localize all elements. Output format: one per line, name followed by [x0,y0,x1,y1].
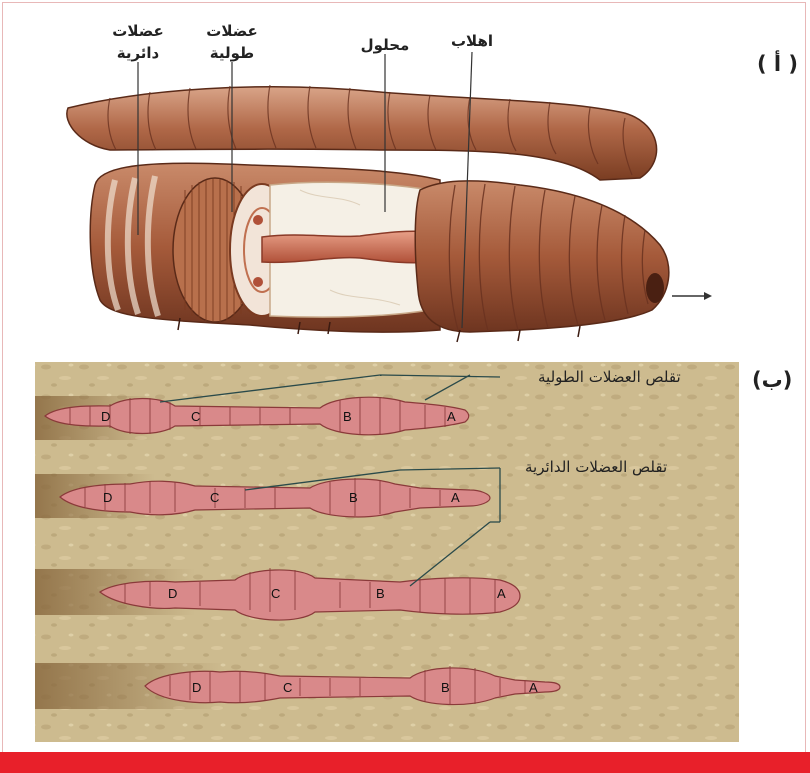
legend-longitudinal-contraction: تقلص العضلات الطولية [538,368,681,386]
legend-circular-contraction: تقلص العضلات الدائرية [525,458,667,476]
row1-letter-b: B [343,409,352,424]
row2-letter-d: D [103,490,112,505]
row4-letter-a: A [529,680,538,695]
row3-letter-d: D [168,586,177,601]
row2-letter-b: B [349,490,358,505]
row1-letter-d: D [101,409,110,424]
row3-letter-c: C [271,586,280,601]
row4-letter-d: D [192,680,201,695]
row4-letter-c: C [283,680,292,695]
row1-letter-a: A [447,409,456,424]
row2-letter-c: C [210,490,219,505]
row2-letter-a: A [451,490,460,505]
row3-letter-a: A [497,586,506,601]
row1-letter-c: C [191,409,200,424]
row3-letter-b: B [376,586,385,601]
bottom-accent-bar [0,752,810,773]
row4-letter-b: B [441,680,450,695]
